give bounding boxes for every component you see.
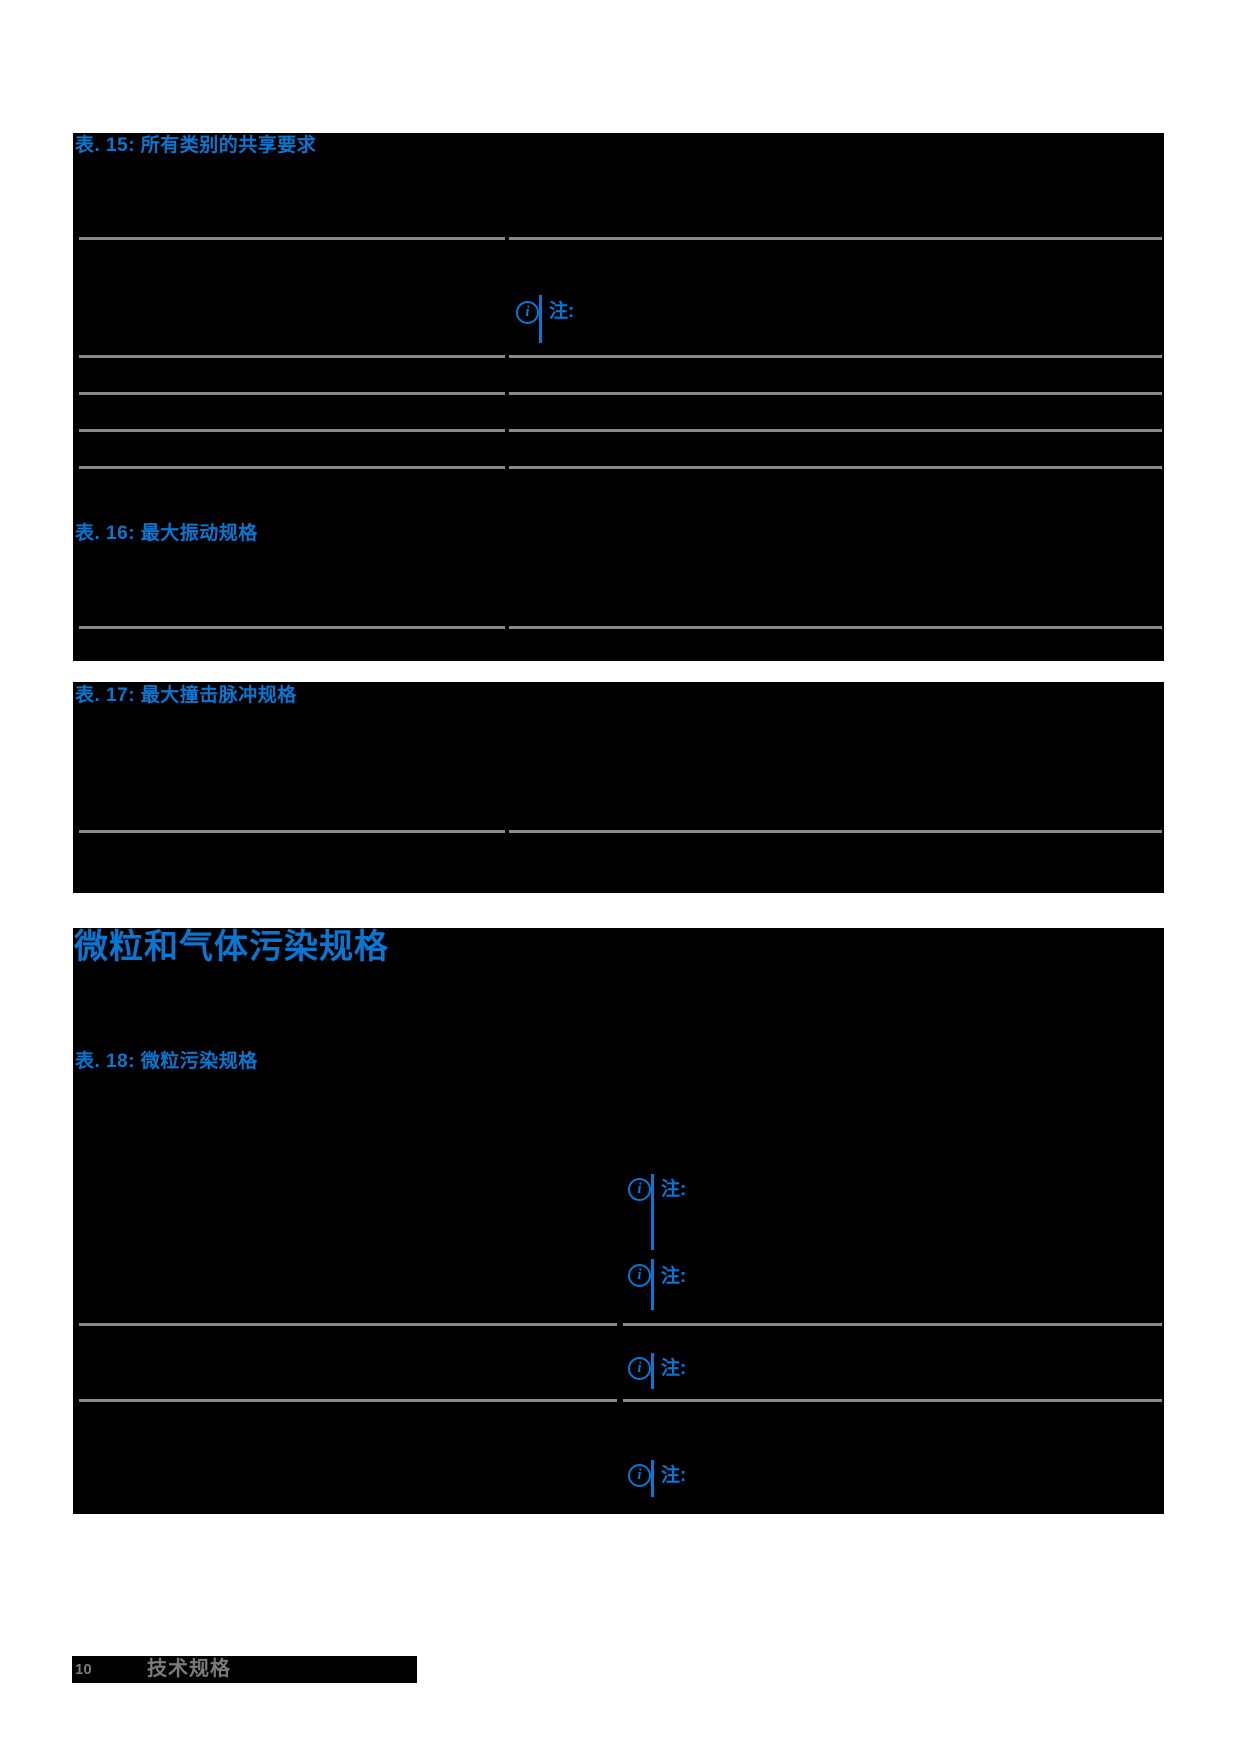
row-divider — [509, 429, 1162, 432]
section-heading: 微粒和气体污染规格 — [74, 928, 389, 966]
note-divider-bar — [651, 1460, 654, 1497]
row-divider — [623, 1399, 1162, 1402]
note-label: 注: — [661, 1179, 687, 1200]
row-divider — [79, 429, 505, 432]
contamination-section-block — [73, 928, 1164, 1514]
row-divider — [509, 466, 1162, 469]
row-divider — [509, 830, 1162, 833]
row-divider — [79, 392, 505, 395]
note-label: 注: — [661, 1465, 687, 1486]
footer-bar — [72, 1656, 417, 1683]
row-divider — [79, 1399, 617, 1402]
row-divider — [79, 626, 505, 629]
info-icon: i — [628, 1464, 651, 1487]
info-icon: i — [516, 301, 539, 324]
table15-caption: 表. 15: 所有类别的共享要求 — [75, 135, 317, 156]
table15-16-block — [73, 133, 1164, 661]
info-icon: i — [628, 1178, 651, 1201]
note-label: 注: — [661, 1358, 687, 1379]
row-divider — [79, 830, 505, 833]
table18-caption: 表. 18: 微粒污染规格 — [75, 1051, 258, 1072]
note-divider-bar — [651, 1174, 654, 1250]
note-divider-bar — [651, 1259, 654, 1310]
footer-page-number: 10 — [75, 1661, 92, 1678]
info-icon: i — [628, 1357, 651, 1380]
row-divider — [623, 1323, 1162, 1326]
row-divider — [79, 466, 505, 469]
row-divider — [79, 355, 505, 358]
table16-caption: 表. 16: 最大振动规格 — [75, 523, 258, 544]
info-icon: i — [628, 1264, 651, 1287]
footer-chapter-title: 技术规格 — [147, 1658, 231, 1680]
note-label: 注: — [661, 1266, 687, 1287]
row-divider — [79, 237, 505, 240]
row-divider — [509, 626, 1162, 629]
row-divider — [509, 237, 1162, 240]
row-divider — [509, 355, 1162, 358]
row-divider — [509, 392, 1162, 395]
note-divider-bar — [651, 1353, 654, 1389]
table17-block — [73, 682, 1164, 893]
table17-caption: 表. 17: 最大撞击脉冲规格 — [75, 685, 297, 706]
note-divider-bar — [539, 295, 542, 343]
note-label: 注: — [549, 301, 575, 322]
row-divider — [79, 1323, 617, 1326]
